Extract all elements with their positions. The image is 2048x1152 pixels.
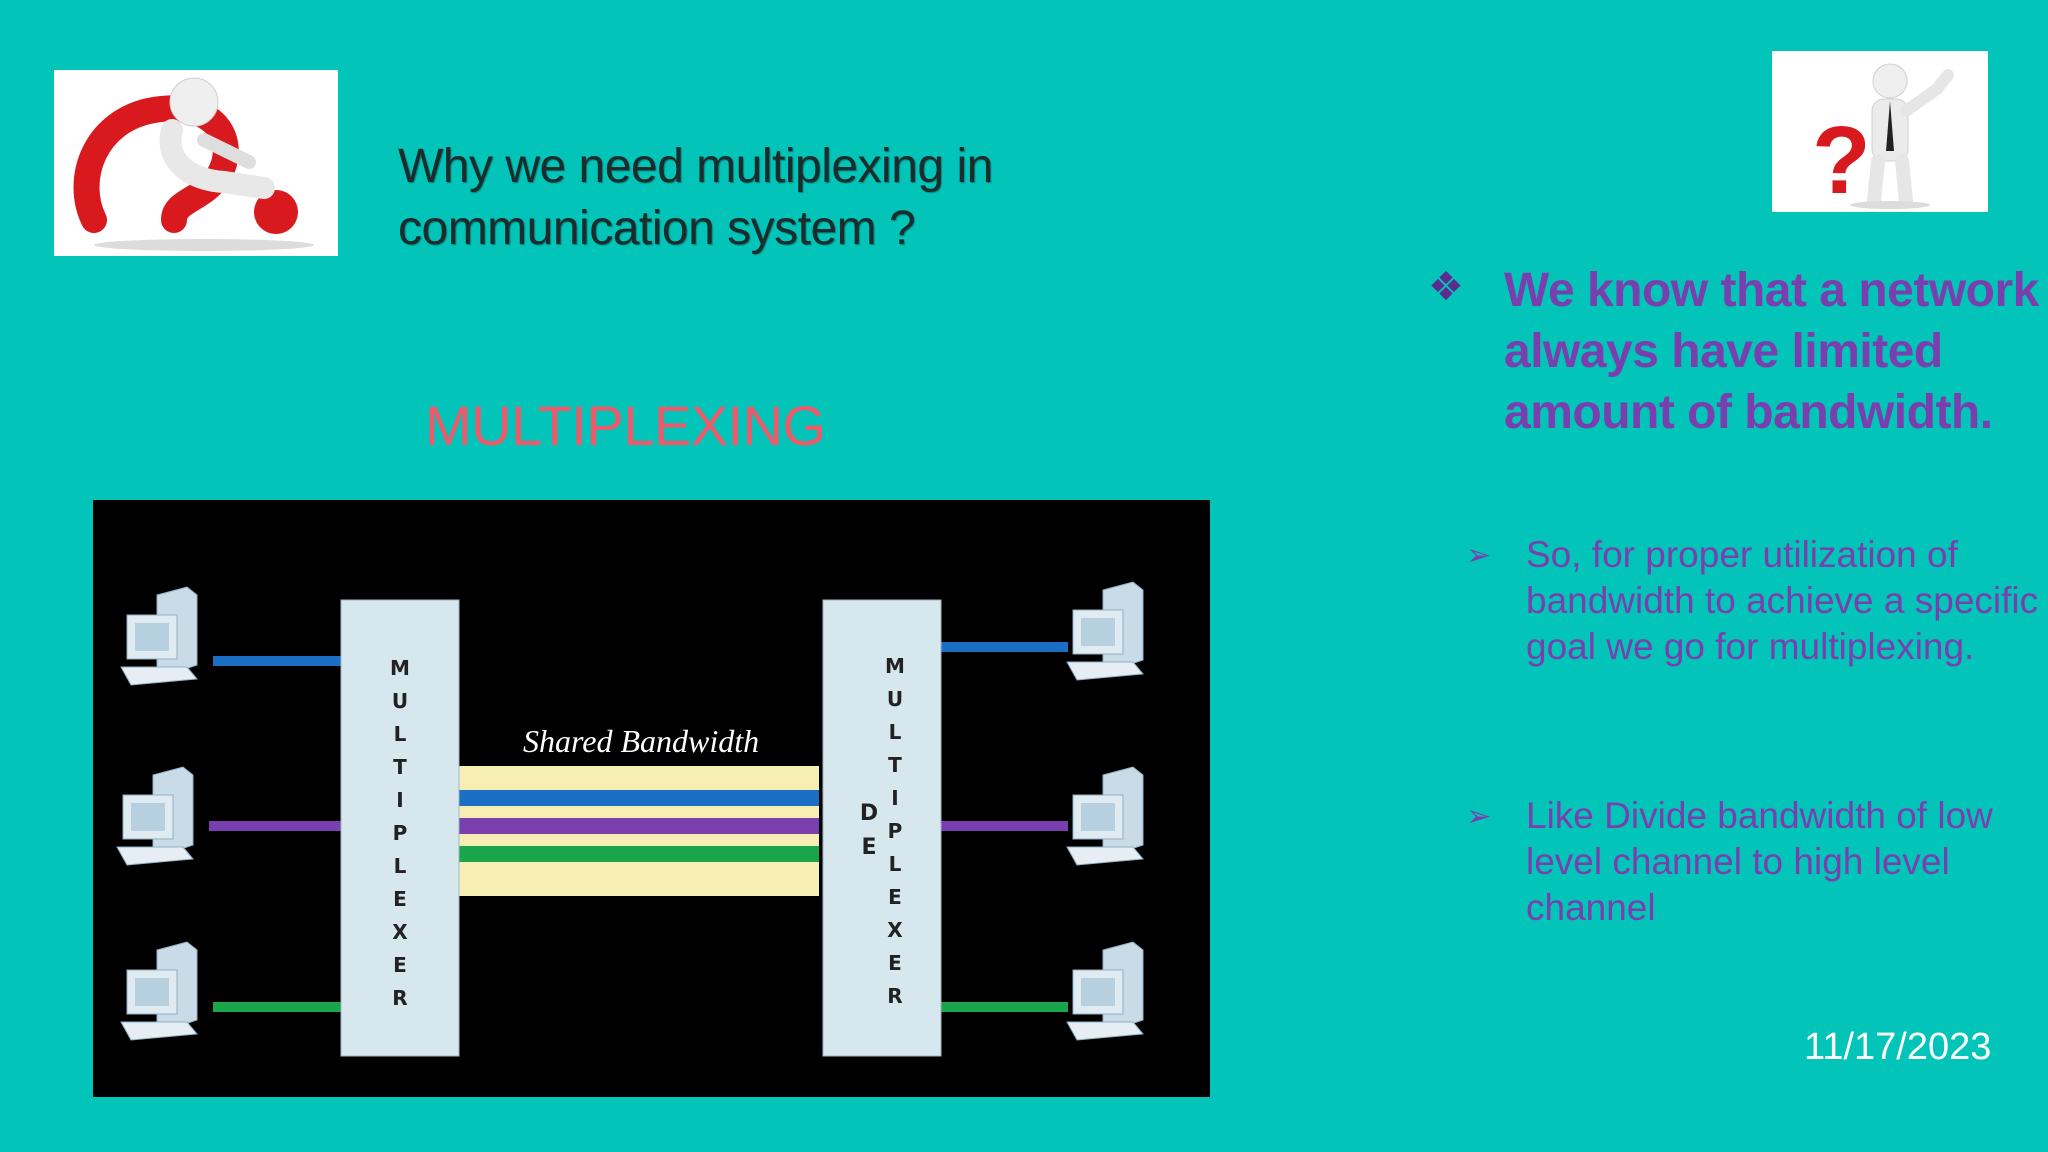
multiplexer-letter: I (396, 788, 403, 812)
multiplexing-heading: MULTIPLEXING (425, 394, 826, 457)
slide-title: Why we need multiplexing in communicatio… (398, 136, 1158, 260)
diamond-bullet-icon: ❖ (1428, 265, 1464, 309)
sub-bullet-1-text: So, for proper utilization of bandwidth … (1526, 534, 2039, 667)
main-bullet-line-1: We know that a network (1504, 264, 2039, 317)
demultiplexer-letter: R (887, 984, 902, 1008)
shared-channel-purple (459, 818, 819, 834)
multiplexer-letter: E (393, 887, 407, 911)
businessman-question-mark-icon: ? (1812, 63, 1954, 214)
demultiplexer-box (822, 599, 942, 1057)
computer-icon-left-2 (116, 766, 194, 866)
demultiplexer-letter: L (889, 852, 902, 876)
demultiplexer-prefix-label: DE (860, 801, 878, 860)
demultiplexer-letter: E (888, 951, 902, 975)
main-bullet-line-3: amount of bandwidth. (1504, 386, 1993, 439)
thinking-person-image (54, 70, 338, 256)
multiplexer-letter: R (392, 986, 407, 1010)
demultiplexer-letter: L (889, 720, 902, 744)
demultiplexer-letter: X (887, 918, 903, 942)
multiplexer-letter: T (393, 755, 407, 779)
computer-icon-right-1 (1066, 581, 1144, 681)
demultiplexer-letter: I (891, 786, 898, 810)
sub-bullet-2-text: Like Divide bandwidth of low level chann… (1526, 795, 1993, 928)
arrow-bullet-icon: ➢ (1466, 800, 1492, 833)
multiplexer-letter: X (392, 920, 408, 944)
computer-icon-right-3 (1066, 941, 1144, 1041)
computer-icon-right-2 (1066, 766, 1144, 866)
main-bullet-text: We know that a network always have limit… (1504, 260, 2048, 443)
multiplexer-letter: P (393, 821, 408, 845)
multiplexer-letter: L (394, 854, 407, 878)
demultiplexer-letter: E (888, 885, 902, 909)
demultiplexer-prefix-letter: E (861, 835, 876, 860)
title-line-2: communication system ? (398, 202, 916, 255)
businessman-image: ? (1772, 51, 1988, 214)
multiplexer-box (340, 599, 460, 1057)
demultiplexer-letter: M (885, 654, 905, 678)
shared-channel-blue (459, 790, 819, 806)
demultiplexer-prefix-letter: D (860, 801, 878, 826)
multiplexer-letter: E (393, 953, 407, 977)
title-line-1: Why we need multiplexing in (398, 140, 993, 193)
computer-icon-left-1 (120, 586, 198, 686)
multiplexer-letter: L (394, 722, 407, 746)
arrow-bullet-icon: ➢ (1466, 539, 1492, 572)
demultiplexer-letter: U (887, 687, 903, 711)
demultiplexer-letter: T (888, 753, 902, 777)
demultiplexer-letter: P (888, 819, 903, 843)
slide-date: 11/17/2023 (1804, 1026, 1992, 1068)
thinking-person-question-mark-icon (73, 77, 314, 251)
svg-text:?: ? (1812, 107, 1871, 212)
multiplexer-letter: U (392, 689, 408, 713)
multiplexer-letter: M (390, 656, 410, 680)
shared-channel-green (459, 846, 819, 862)
shared-bandwidth-label: Shared Bandwidth (523, 723, 759, 759)
computer-icon-left-3 (120, 941, 198, 1041)
main-bullet-line-2: always have limited (1504, 325, 1943, 378)
